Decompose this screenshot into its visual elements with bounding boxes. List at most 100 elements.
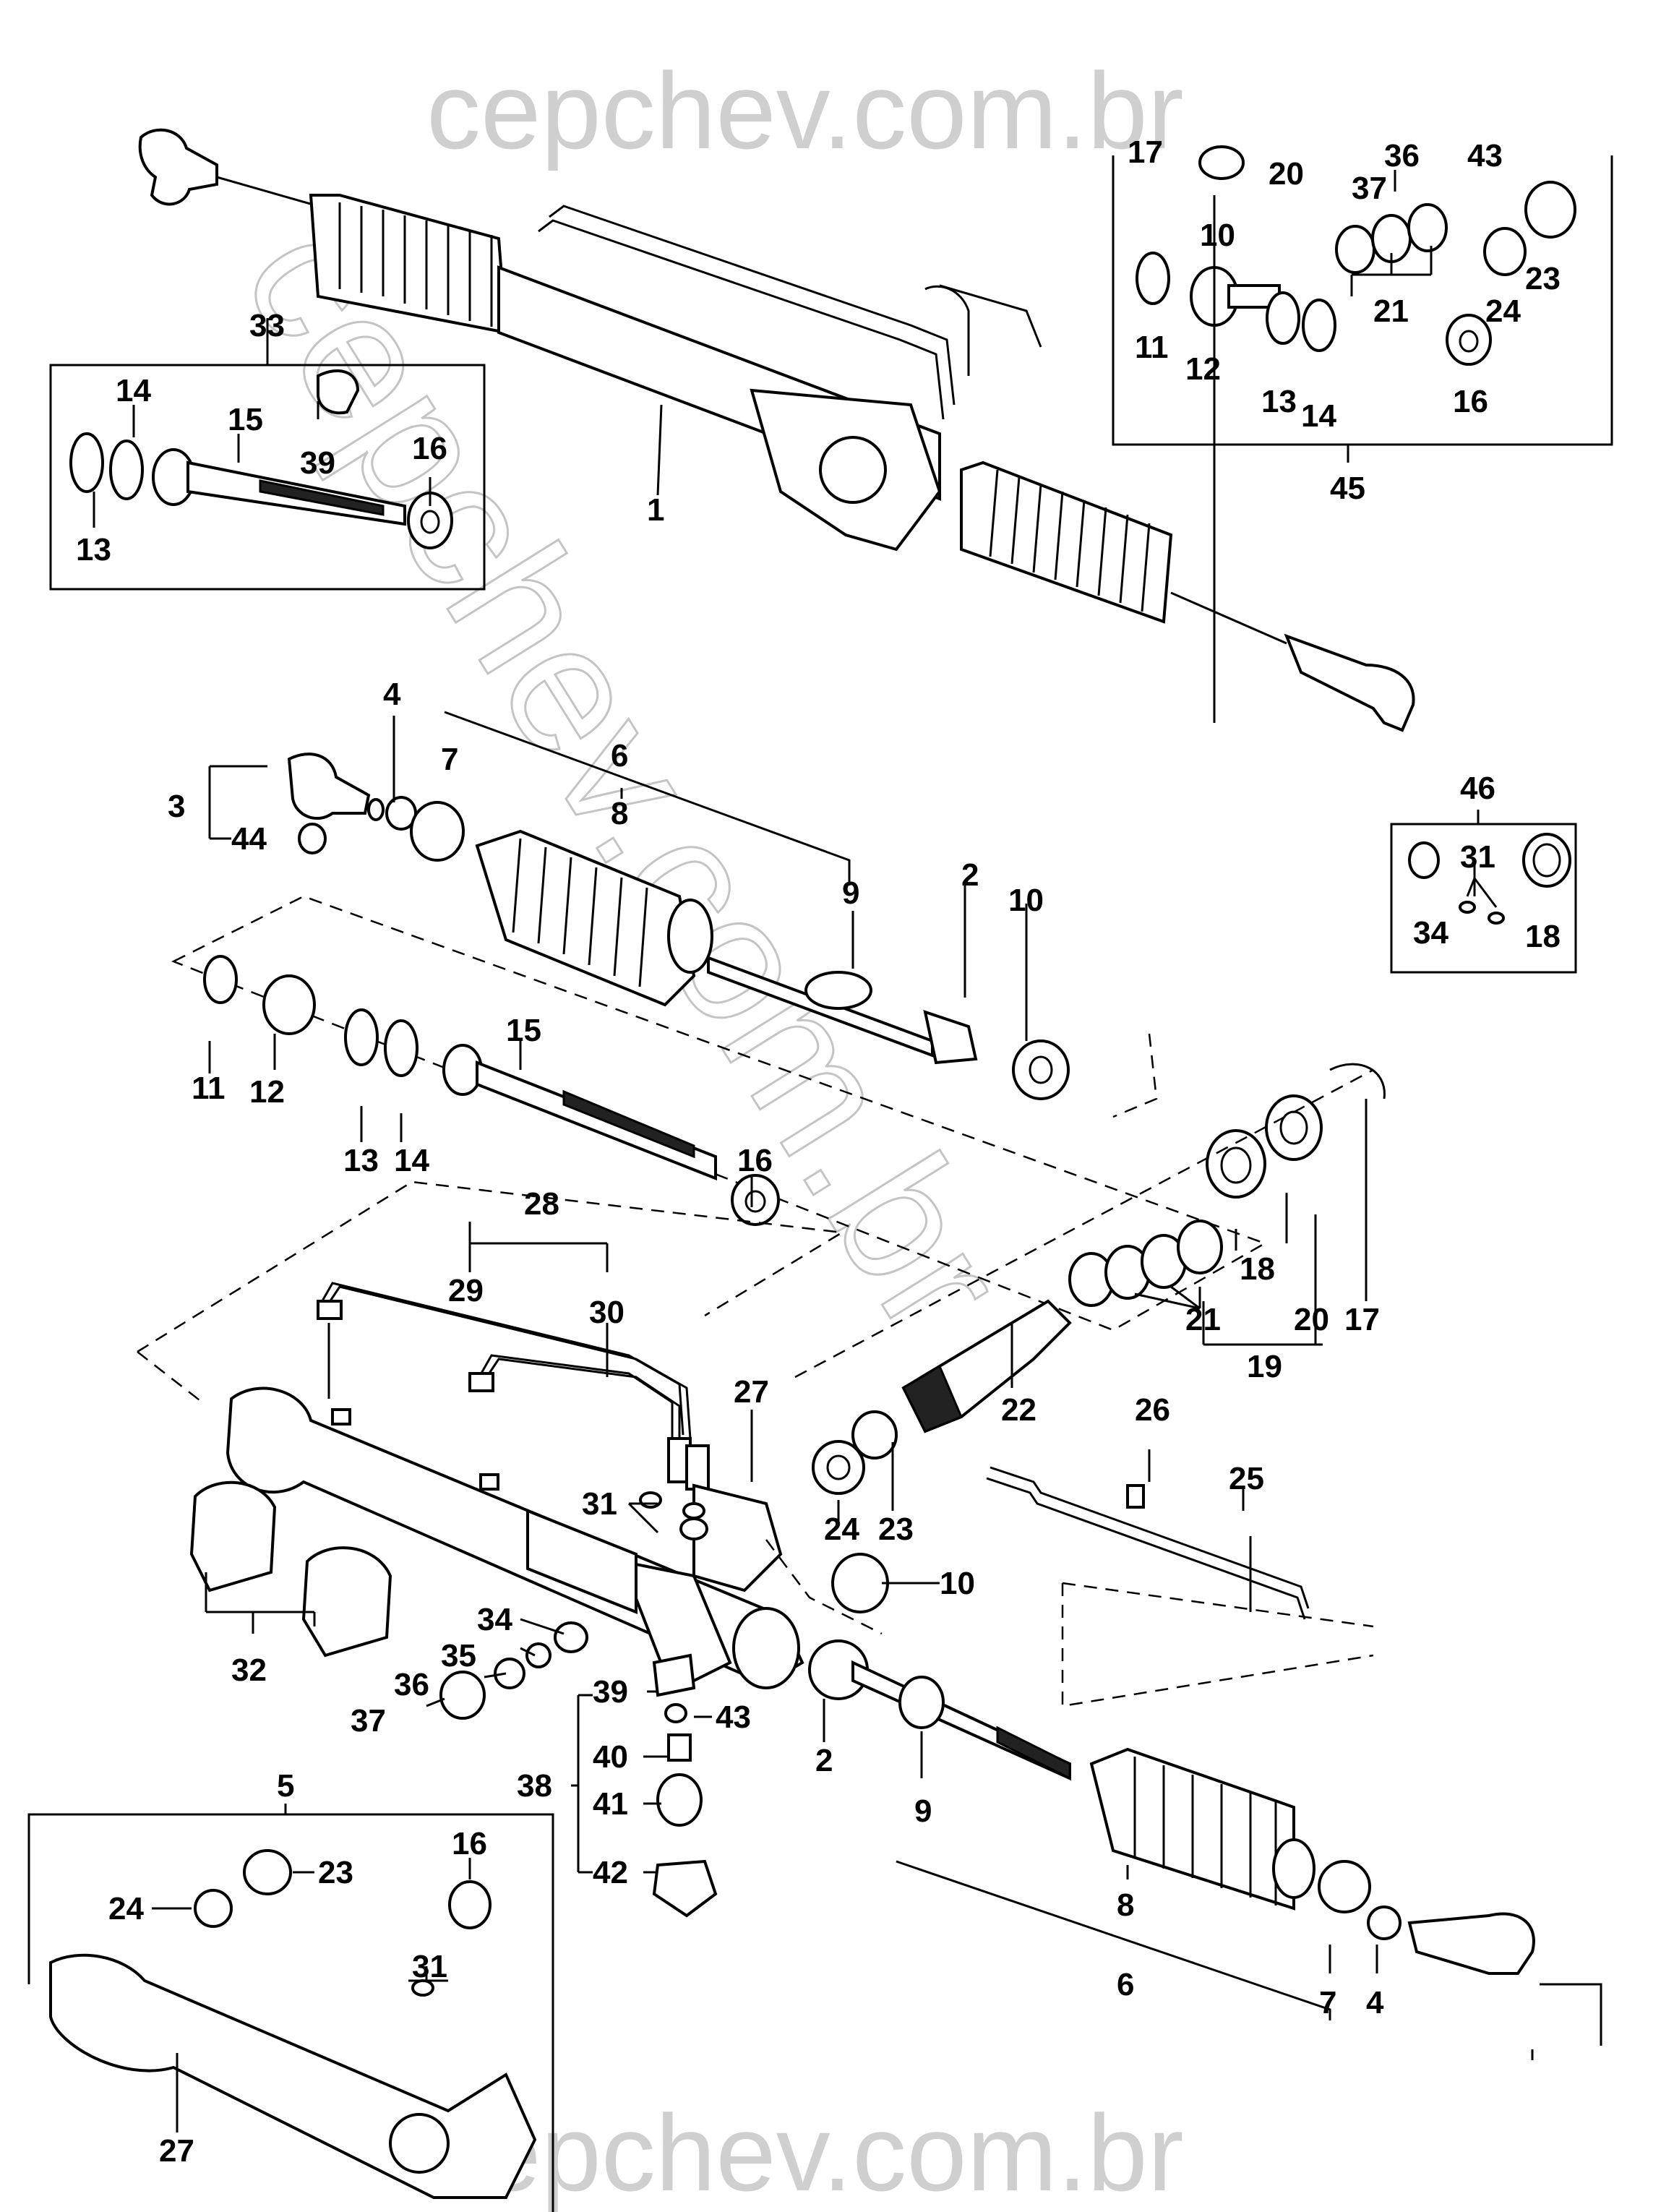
callout-16: 16	[452, 1826, 487, 1861]
callout-3: 3	[168, 789, 185, 824]
steering-gear-assembly	[138, 128, 1415, 732]
callout-39: 39	[300, 445, 335, 481]
callout-25: 25	[1229, 1461, 1264, 1496]
callout-36: 36	[1384, 138, 1420, 173]
callout-40: 40	[593, 1739, 628, 1775]
callout-6: 6	[611, 738, 628, 773]
callout-23: 23	[318, 1855, 353, 1890]
rack-housing	[226, 1386, 804, 1694]
callout-34: 34	[1413, 915, 1448, 951]
callout-22: 22	[1001, 1392, 1036, 1428]
callout-8: 8	[1117, 1887, 1134, 1923]
callout-5: 5	[277, 1768, 294, 1804]
callout-16: 16	[1453, 384, 1488, 419]
callout-20: 20	[1269, 156, 1304, 192]
dashed-group-outline-5	[1062, 1582, 1374, 1628]
callout-23: 23	[878, 1512, 914, 1547]
valve-parts	[439, 1621, 588, 1720]
callout-34: 34	[477, 1602, 512, 1637]
dashed-group-outline-2	[1112, 1033, 1158, 1118]
box-kit-5	[27, 1813, 554, 2212]
callout-7: 7	[1319, 1985, 1336, 2020]
callout-38: 38	[517, 1768, 552, 1804]
callout-10: 10	[940, 1566, 975, 1601]
callout-14: 14	[1301, 398, 1336, 434]
callout-4: 4	[1366, 1985, 1384, 2020]
callout-21: 21	[1185, 1302, 1221, 1337]
callout-18: 18	[1525, 919, 1561, 954]
dashed-group-outline-7	[137, 1351, 203, 1403]
callout-42: 42	[593, 1855, 628, 1890]
callout-45: 45	[1330, 471, 1365, 506]
callout-2: 2	[961, 857, 979, 893]
callout-13: 13	[76, 532, 111, 567]
seal-stack-parts	[901, 1063, 1386, 1433]
callout-14: 14	[116, 373, 151, 408]
callout-37: 37	[1352, 171, 1387, 206]
callout-10: 10	[1200, 218, 1235, 253]
callout-6: 6	[1117, 1967, 1134, 2002]
callout-12: 12	[1185, 351, 1221, 387]
callout-19: 19	[1247, 1349, 1282, 1384]
callout-24: 24	[824, 1512, 859, 1547]
inner-rack-parts	[203, 955, 780, 1226]
kit-5-parts	[49, 1849, 537, 2199]
callout-31: 31	[1460, 839, 1495, 875]
callout-9: 9	[842, 875, 859, 911]
callout-16: 16	[737, 1143, 773, 1178]
callout-27: 27	[734, 1374, 769, 1410]
callout-17: 17	[1344, 1302, 1380, 1337]
box-kit-46	[1390, 823, 1577, 974]
callout-41: 41	[593, 1786, 628, 1822]
callout-18: 18	[1240, 1251, 1275, 1287]
callout-4: 4	[383, 677, 401, 712]
bypass-pipe	[986, 1466, 1310, 1620]
mount-brackets	[189, 1480, 392, 1658]
callout-17: 17	[1128, 134, 1163, 170]
watermark-bottom: cepchev.com.br	[426, 2092, 1184, 2212]
callout-16: 16	[412, 431, 447, 466]
callout-8: 8	[611, 796, 628, 831]
callout-24: 24	[1485, 293, 1521, 329]
callout-28: 28	[524, 1186, 559, 1222]
callout-1: 1	[647, 492, 664, 528]
callout-20: 20	[1294, 1302, 1329, 1337]
callout-43: 43	[716, 1699, 751, 1735]
box-kit-45	[1112, 155, 1613, 446]
callout-26: 26	[1135, 1392, 1170, 1428]
callout-33: 33	[249, 308, 285, 343]
callout-7: 7	[441, 742, 458, 777]
callout-46: 46	[1460, 771, 1495, 806]
callout-11: 11	[1135, 330, 1169, 365]
callout-15: 15	[228, 402, 263, 437]
bushing-parts	[812, 1410, 898, 1613]
callout-labels: 1 2 2 3 4 4 5 6 6 7 7 8 8 9 9 10 10 10 1…	[76, 134, 1561, 2169]
callout-35: 35	[441, 1638, 476, 1673]
callout-44: 44	[231, 821, 267, 857]
callout-23: 23	[1525, 261, 1561, 296]
callout-31: 31	[412, 1949, 447, 1984]
callout-27: 27	[159, 2133, 194, 2169]
callout-43: 43	[1467, 138, 1503, 173]
callout-31: 31	[582, 1486, 617, 1522]
leader-lines	[93, 170, 1534, 2132]
kit-45-parts	[1136, 145, 1576, 366]
dashed-group-outline-4	[1061, 1583, 1374, 1707]
callout-9: 9	[914, 1793, 932, 1829]
callout-13: 13	[343, 1143, 379, 1178]
dashed-group-outline-6	[137, 1180, 845, 1353]
callout-12: 12	[249, 1074, 285, 1110]
watermark-top: cepchev.com.br	[426, 50, 1184, 171]
dashed-group-outline-8	[765, 1539, 883, 1635]
callout-32: 32	[231, 1652, 267, 1688]
dashed-group-outline-3	[794, 1068, 1374, 1379]
callout-13: 13	[1261, 384, 1297, 419]
callout-37: 37	[351, 1703, 386, 1739]
hydraulic-lines	[317, 1282, 710, 1491]
dashed-group-outline-1	[171, 895, 1267, 1332]
kit-33-parts	[69, 369, 453, 549]
adjuster-stack	[652, 1653, 718, 1918]
callout-24: 24	[108, 1891, 144, 1926]
callout-30: 30	[589, 1295, 624, 1330]
